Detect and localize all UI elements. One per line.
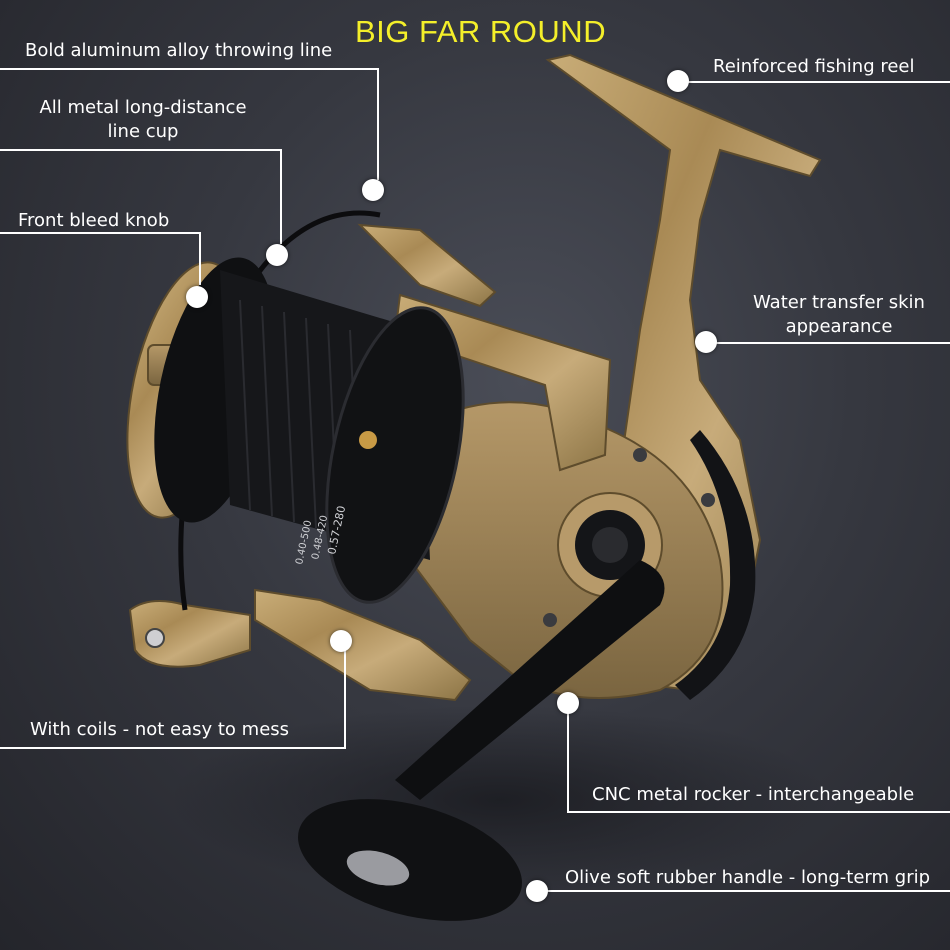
callout-dot-line-cup	[266, 244, 288, 266]
label-bleed-knob: Front bleed knob	[18, 210, 170, 231]
label-line-cup-line2: line cup	[107, 121, 179, 142]
label-line-cup-line1: All metal long-distance	[39, 97, 247, 118]
callout-dot-reinforced-reel	[667, 70, 689, 92]
label-cnc-rocker: CNC metal rocker - interchangeable	[592, 784, 915, 805]
callout-dot-coils	[330, 630, 352, 652]
label-water-transfer-line1: Water transfer skin	[753, 292, 925, 313]
page-title: BIG FAR ROUND	[355, 14, 607, 49]
callout-dot-bleed-knob	[186, 286, 208, 308]
label-water-transfer: Water transfer skin appearance	[746, 291, 932, 339]
label-throwing-line: Bold aluminum alloy throwing line	[25, 40, 333, 61]
callout-dot-water-transfer	[695, 331, 717, 353]
callout-dot-throwing-line	[362, 179, 384, 201]
label-reinforced-reel: Reinforced fishing reel	[713, 56, 915, 77]
label-rubber-handle: Olive soft rubber handle - long-term gri…	[565, 867, 931, 888]
label-coils: With coils - not easy to mess	[30, 719, 290, 740]
callout-dot-cnc-rocker	[557, 692, 579, 714]
label-water-transfer-line2: appearance	[785, 316, 893, 337]
label-line-cup: All metal long-distance line cup	[30, 96, 256, 144]
callout-dot-rubber-handle	[526, 880, 548, 902]
